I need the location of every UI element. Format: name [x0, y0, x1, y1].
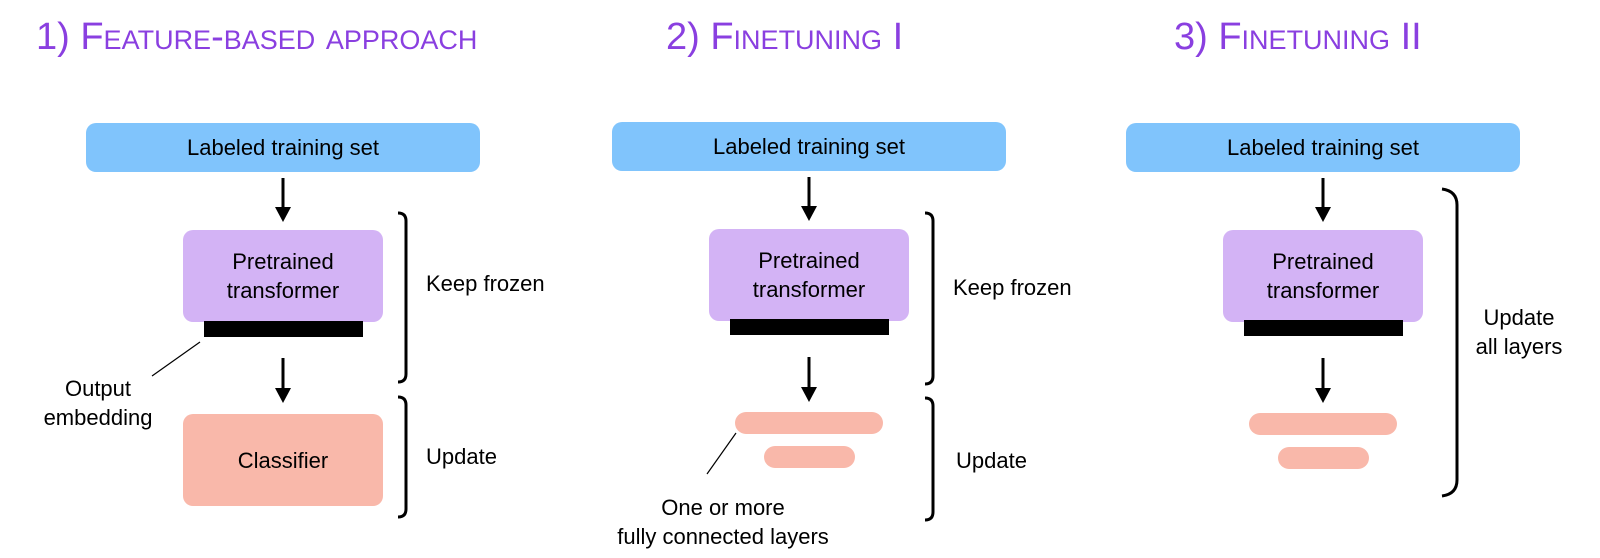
output-embedding-pointer [151, 341, 201, 377]
callout-line1: Output [64, 376, 132, 401]
fc-layer-2 [1278, 447, 1369, 469]
pretrained-label-line1: Pretrained [1272, 249, 1374, 274]
pretrained-transformer-box: Pretrained transformer [709, 229, 909, 321]
arrow-down-icon [1315, 178, 1331, 222]
labeled-training-set-box: Labeled training set [86, 123, 480, 172]
arrow-down-icon [801, 177, 817, 221]
output-embedding-callout: Output embedding [36, 374, 160, 432]
panel-2-title: 2) Finetuning I [666, 16, 904, 58]
pretrained-label-line2: transformer [226, 278, 340, 303]
labeled-training-set-box: Labeled training set [612, 122, 1006, 171]
update-line2: all layers [1475, 334, 1563, 359]
keep-frozen-bracket-icon [924, 211, 935, 386]
update-bracket-icon [924, 396, 935, 522]
labeled-training-set-label: Labeled training set [1226, 135, 1420, 160]
arrow-down-icon [275, 178, 291, 222]
panel-1-title: 1) Feature-based approach [36, 16, 478, 58]
update-all-layers-label: Update all layers [1474, 303, 1564, 361]
output-embedding-bar [204, 321, 363, 337]
labeled-training-set-label: Labeled training set [186, 135, 380, 160]
update-line1: Update [1483, 305, 1555, 330]
update-all-bracket-icon [1441, 187, 1459, 498]
classifier-box: Classifier [183, 414, 383, 506]
output-embedding-bar [1244, 320, 1403, 336]
labeled-training-set-box: Labeled training set [1126, 123, 1520, 172]
fc-layers-callout: One or more fully connected layers [598, 493, 848, 551]
keep-frozen-bracket-icon [397, 211, 408, 384]
keep-frozen-label: Keep frozen [426, 271, 545, 296]
pretrained-label-line2: transformer [752, 277, 866, 302]
arrow-down-icon [1315, 358, 1331, 403]
labeled-training-set-label: Labeled training set [712, 134, 906, 159]
fc-layer-1 [1249, 413, 1397, 435]
callout-line2: embedding [43, 405, 153, 430]
panel-3-title: 3) Finetuning II [1174, 16, 1422, 58]
fc-layer-2 [764, 446, 855, 468]
pretrained-label-line2: transformer [1266, 278, 1380, 303]
pretrained-label-line1: Pretrained [758, 248, 860, 273]
fc-layers-pointer [706, 432, 737, 475]
pretrained-transformer-box: Pretrained transformer [1223, 230, 1423, 322]
output-embedding-bar [730, 319, 889, 335]
update-bracket-icon [397, 395, 408, 519]
update-label: Update [426, 444, 497, 469]
arrow-down-icon [801, 357, 817, 402]
pretrained-transformer-box: Pretrained transformer [183, 230, 383, 322]
callout-line2: fully connected layers [617, 524, 829, 549]
arrow-down-icon [275, 358, 291, 403]
callout-line1: One or more [661, 495, 785, 520]
update-label: Update [956, 448, 1027, 473]
fc-layer-1 [735, 412, 883, 434]
classifier-label: Classifier [237, 447, 329, 473]
keep-frozen-label: Keep frozen [953, 275, 1072, 300]
pretrained-label-line1: Pretrained [232, 249, 334, 274]
